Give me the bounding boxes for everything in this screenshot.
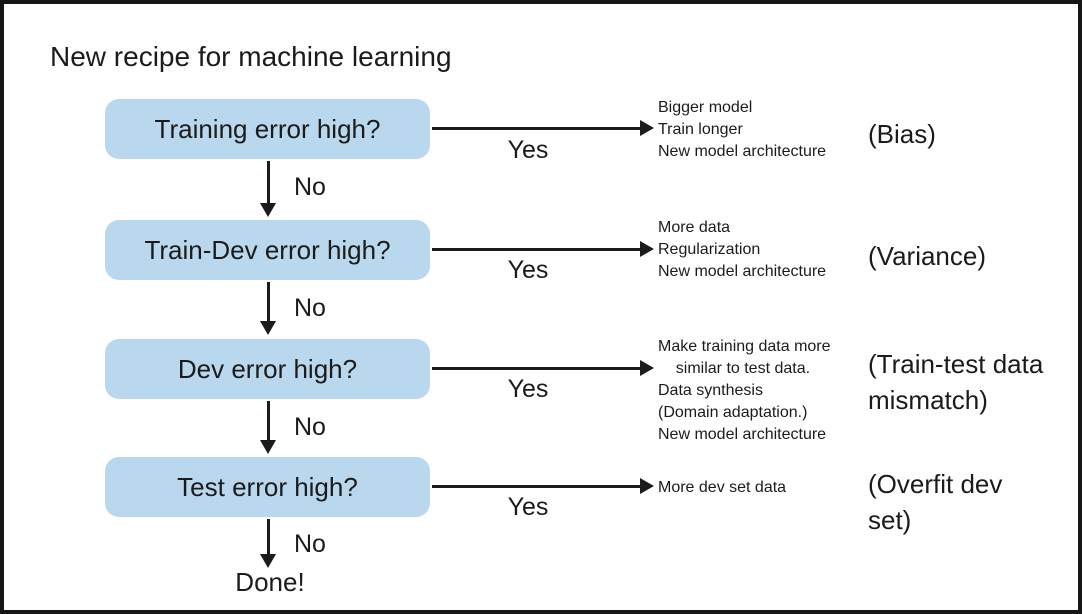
- done-label: Done!: [235, 567, 305, 597]
- no-arrowhead-icon: [260, 440, 276, 454]
- category-label-mismatch: (Train-test data mismatch): [868, 349, 1044, 415]
- action-item: Bigger model: [658, 99, 753, 116]
- action-list-overfit-dev: More dev set data: [658, 477, 786, 499]
- category-label-bias: (Bias): [868, 119, 936, 149]
- yes-arrow-line: [432, 248, 640, 251]
- action-item: More dev set data: [658, 479, 787, 496]
- action-list-variance: More data Regularization New model archi…: [658, 217, 826, 283]
- no-arrow-line: [267, 401, 270, 441]
- action-item: New model architecture: [658, 426, 827, 443]
- action-item: Regularization: [658, 241, 761, 258]
- yes-arrow-line: [432, 367, 640, 370]
- no-label: No: [294, 413, 326, 441]
- decision-box-label: Dev error high?: [177, 353, 358, 384]
- yes-arrow-line: [432, 485, 640, 488]
- no-arrowhead-icon: [260, 321, 276, 335]
- yes-arrowhead-icon: [640, 241, 654, 257]
- yes-arrowhead-icon: [640, 478, 654, 494]
- action-list-bias: Bigger model Train longer New model arch…: [658, 97, 826, 163]
- no-arrow-line: [267, 519, 270, 555]
- action-item: New model architecture: [658, 143, 827, 160]
- yes-label: Yes: [507, 256, 549, 284]
- category-label-overfit-dev: (Overfit dev set): [868, 469, 1003, 535]
- no-arrowhead-icon: [260, 554, 276, 568]
- no-label: No: [294, 530, 326, 558]
- action-item: similar to test data.: [658, 360, 811, 377]
- yes-label: Yes: [507, 136, 549, 164]
- action-item: Make training data more: [658, 338, 831, 355]
- decision-box-label: Train-Dev error high?: [144, 234, 391, 265]
- no-arrowhead-icon: [260, 203, 276, 217]
- decision-box-training-error: Training error high?: [105, 99, 430, 159]
- decision-box-label: Training error high?: [154, 113, 381, 144]
- decision-box-label: Test error high?: [177, 471, 358, 502]
- no-arrow-line: [267, 161, 270, 204]
- decision-box-dev-error: Dev error high?: [105, 339, 430, 399]
- action-item: More data: [658, 219, 731, 236]
- action-item: (Domain adaptation.): [658, 404, 808, 421]
- yes-arrow-line: [432, 127, 640, 130]
- no-label: No: [294, 173, 326, 201]
- action-list-mismatch: Make training data more similar to test …: [658, 336, 831, 446]
- page-title: New recipe for machine learning: [50, 41, 452, 72]
- yes-label: Yes: [507, 493, 549, 521]
- no-arrow-line: [267, 282, 270, 322]
- decision-box-test-error: Test error high?: [105, 457, 430, 517]
- yes-arrowhead-icon: [640, 360, 654, 376]
- action-item: Data synthesis: [658, 382, 763, 399]
- no-label: No: [294, 294, 326, 322]
- action-item: New model architecture: [658, 263, 827, 280]
- action-item: Train longer: [658, 121, 743, 138]
- yes-label: Yes: [507, 375, 549, 403]
- category-label-variance: (Variance): [868, 241, 987, 271]
- yes-arrowhead-icon: [640, 120, 654, 136]
- decision-box-train-dev-error: Train-Dev error high?: [105, 220, 430, 280]
